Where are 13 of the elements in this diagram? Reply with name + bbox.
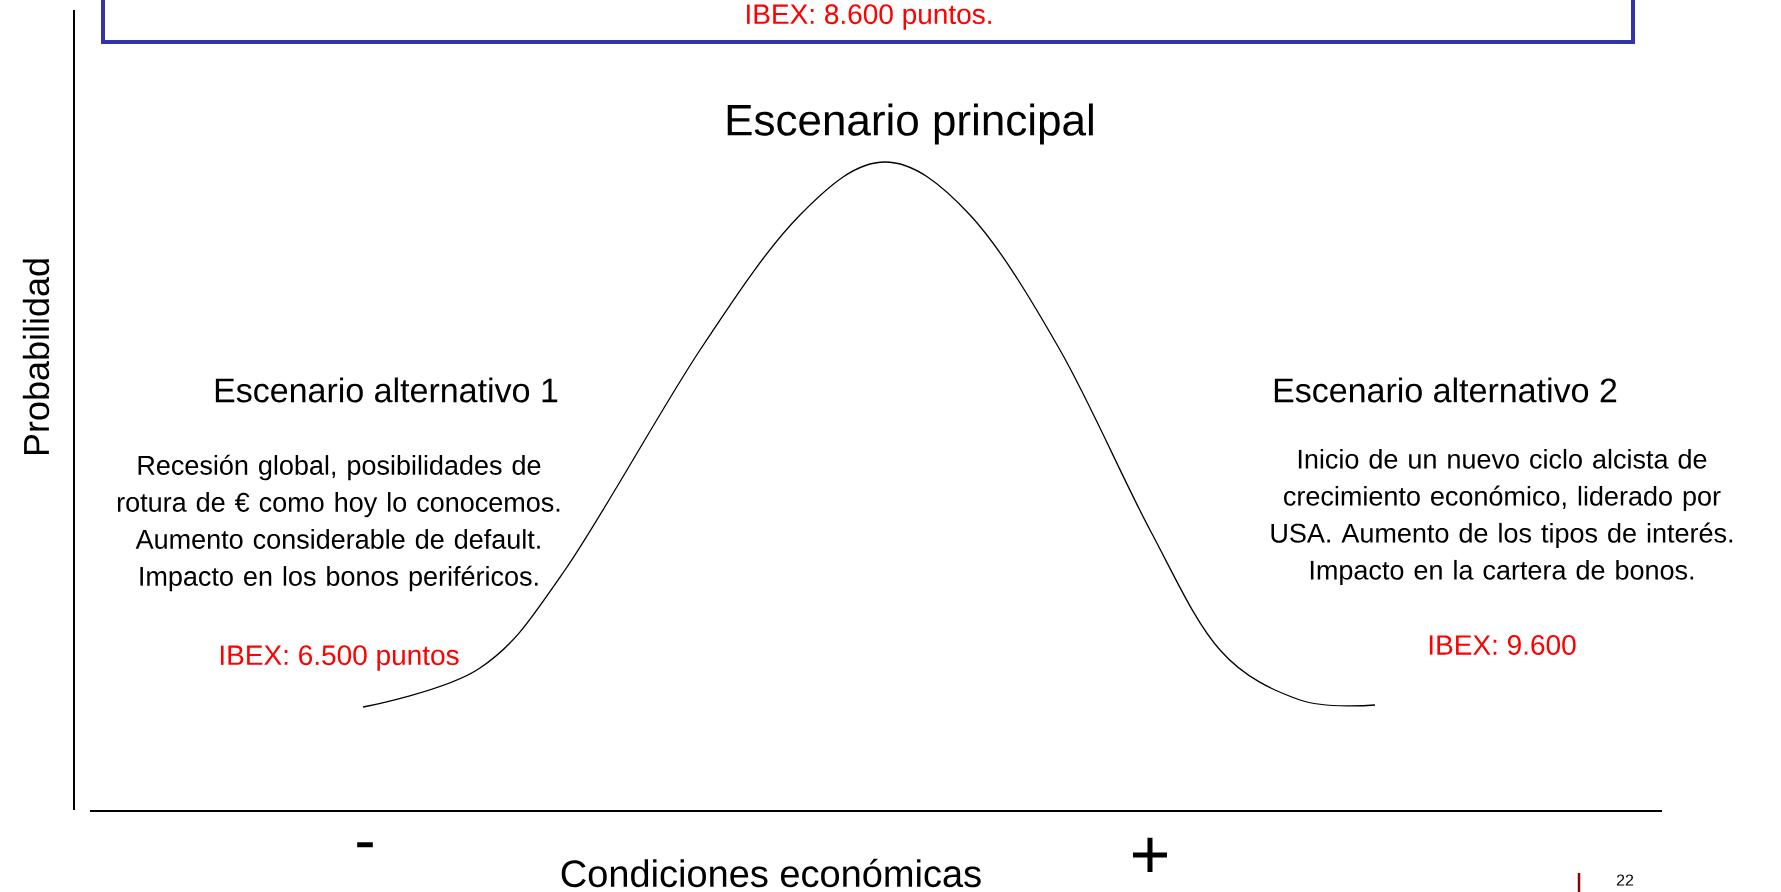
scenario-box: IBEX: 8.600 puntos. [101, 0, 1635, 44]
index-value: IBEX: 9.600 [1429, 635, 1576, 655]
axis-end-label: - [357, 842, 373, 848]
axis-label: Probabilidad [22, 259, 50, 455]
axis-end-label: + [1133, 837, 1167, 873]
scenario-description: Inicio de un nuevo ciclo alcista de crecimiento económico, liderado por USA. Aumento de los tipos de interés. Impacto en la cartera de bonos. [1271, 448, 1733, 586]
scenario-heading: Escenario alternativo 2 [1274, 377, 1617, 403]
scenario-description: Recesión global, posibilidades de rotura de € como hoy lo conocemos. Aumento considerable de default. Impacto en los bonos periféricos. [117, 454, 560, 592]
index-value: IBEX: 6.500 puntos [220, 645, 459, 671]
axis-label: Condiciones económicas [561, 858, 981, 888]
page-number: 22 [1616, 874, 1634, 886]
scenario-heading: Escenario alternativo 1 [215, 377, 558, 403]
heading: Escenario principal [727, 103, 1093, 145]
